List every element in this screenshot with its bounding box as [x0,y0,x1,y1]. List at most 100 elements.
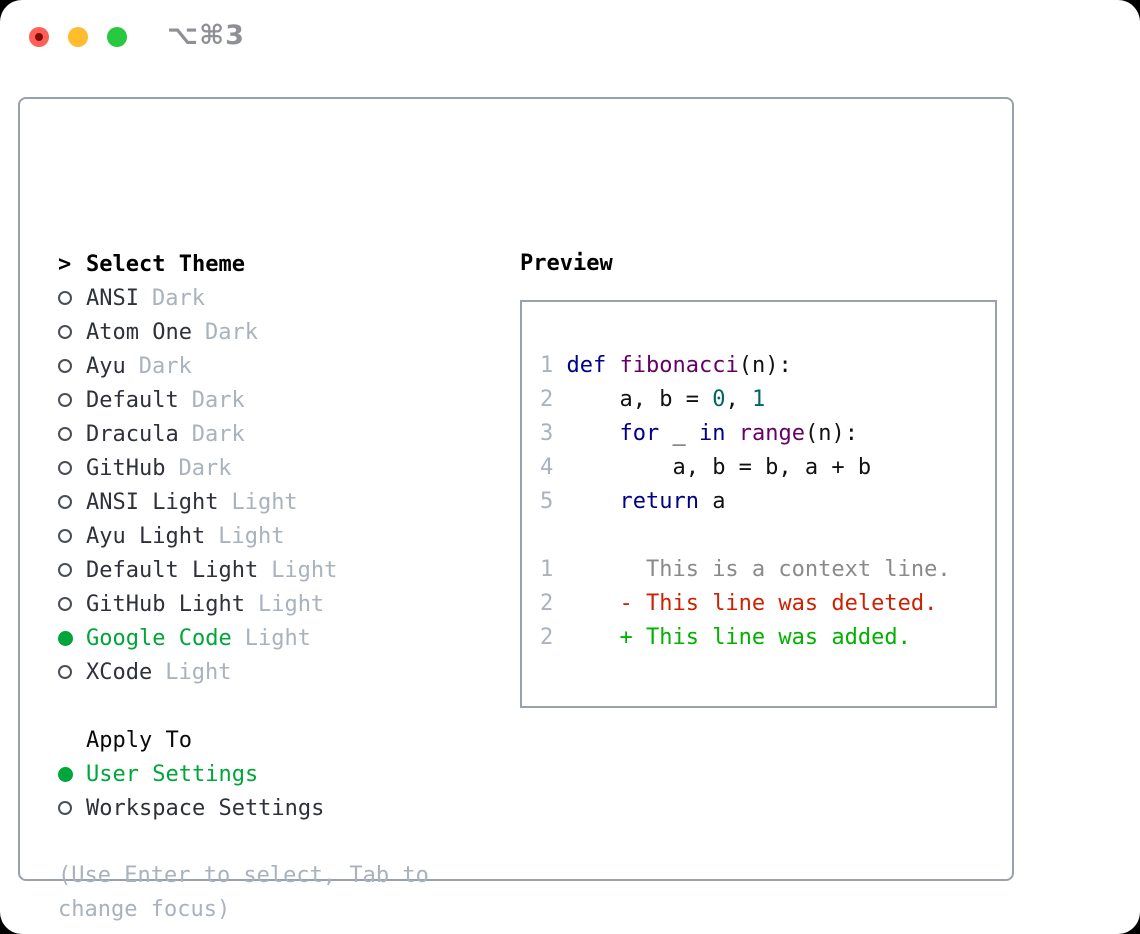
preview-line-1: 1 def fibonacci(n): [540,349,995,383]
token-keyword: for [619,421,660,446]
theme-option-default-light[interactable]: Default Light Light [58,553,458,587]
token-plain: _ [659,421,699,446]
theme-variant-label: Light [271,557,338,583]
preview-line-2: 2 a, b = 0, 1 [540,383,995,417]
theme-variant-label: Light [165,659,232,685]
theme-option-github[interactable]: GitHub Dark [58,451,458,485]
token-plain [606,353,619,378]
radio-icon [58,325,72,339]
close-button[interactable] [29,27,49,47]
theme-variant-label: Dark [138,353,192,379]
preview-line-8: 2 - This line was deleted. [540,587,995,621]
diff-context-text: This is a context line. [553,557,951,582]
token-plain: , [725,387,752,412]
token-plain: a [698,489,726,514]
theme-option-atom-one[interactable]: Atom One Dark [58,315,458,349]
token-plain [553,421,619,446]
option-label: Default Light [86,557,259,583]
zoom-button[interactable] [107,27,127,47]
theme-option-xcode[interactable]: XCode Light [58,655,458,689]
preview-line-9: 2 + This line was added. [540,621,995,655]
token-keyword: return [619,489,699,514]
radio-icon [58,461,72,475]
token-plain: (n): [804,421,858,446]
radio-selected-icon [58,630,73,646]
apply-to-title: Apply To [86,727,192,753]
line-number: 2 [540,591,554,616]
option-label: Default [86,387,179,413]
option-label: User Settings [86,761,259,787]
preview-title: Preview [520,251,613,276]
token-keyword: in [698,421,726,446]
theme-option-ansi-light[interactable]: ANSI Light Light [58,485,458,519]
option-label: Google Code [86,625,232,651]
preview-blank-line [540,519,995,553]
token-plain [553,489,619,514]
line-number: 2 [540,625,554,650]
option-label: Ayu [86,353,126,379]
option-label: GitHub Light [86,591,245,617]
theme-variant-label: Dark [191,421,245,447]
close-dot-icon [35,33,43,41]
radio-icon [58,427,72,441]
preview-line-7: 1 This is a context line. [540,553,995,587]
minimize-button[interactable] [68,27,88,47]
spacer [58,825,458,859]
theme-option-github-light[interactable]: GitHub Light Light [58,587,458,621]
option-label: Dracula [86,421,179,447]
theme-variant-label: Dark [204,319,258,345]
option-label: Atom One [86,319,192,345]
radio-icon [58,359,72,373]
theme-option-default[interactable]: Default Dark [58,383,458,417]
option-label: Workspace Settings [86,795,325,821]
preview-line-5: 5 return a [540,485,995,519]
token-plain [553,353,566,378]
radio-icon [58,801,72,815]
cursor-indicator: > [58,251,72,277]
radio-icon [58,495,72,509]
radio-icon [58,665,72,679]
line-number: 5 [540,489,554,514]
token-plain [725,421,738,446]
token-literal: 1 [751,387,766,412]
radio-icon [58,529,72,543]
theme-variant-label: Light [231,489,298,515]
radio-icon [58,393,72,407]
theme-variant-label: Dark [191,387,245,413]
line-number: 1 [540,353,554,378]
theme-variant-label: Light [257,591,325,617]
diff-added-text: + This line was added. [553,625,911,650]
option-label: ANSI Light [86,489,219,515]
window-title: ⌥⌘3 [167,20,245,51]
theme-option-ayu[interactable]: Ayu Dark [58,349,458,383]
apply-option-workspace-settings[interactable]: Workspace Settings [58,791,458,825]
token-keyword: def [566,353,607,378]
line-number: 4 [540,455,554,480]
radio-icon [58,597,72,611]
line-number: 1 [540,557,554,582]
token-plain: (n): [738,353,792,378]
option-label: Ayu Light [86,523,206,549]
radio-icon [58,291,72,305]
token-function: range [738,421,805,446]
line-number: 2 [540,387,554,412]
line-number: 3 [540,421,554,446]
diff-deleted-text: - This line was deleted. [553,591,938,616]
theme-option-dracula[interactable]: Dracula Dark [58,417,458,451]
option-label: XCode [86,659,153,685]
apply-option-user-settings[interactable]: User Settings [58,757,458,791]
option-label: GitHub [86,455,166,481]
token-function: fibonacci [619,353,739,378]
theme-variant-label: Dark [178,455,232,481]
select-theme-header: > Select Theme [58,247,458,281]
